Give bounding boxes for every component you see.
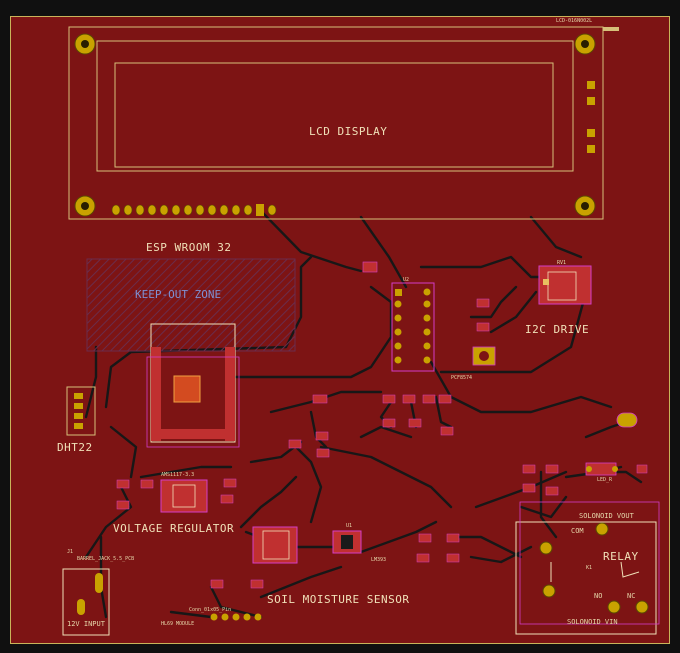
esp32-courtyard: [146, 356, 240, 448]
keep-out-zone-label: KEEP-OUT ZONE: [135, 288, 222, 301]
relay-label: RELAY: [603, 550, 639, 563]
esp32-pads-left: [151, 347, 161, 441]
smd-component: [362, 261, 378, 273]
esp32-thermal-pad: [173, 375, 201, 403]
dht22-label: DHT22: [57, 441, 93, 454]
relay-com-label: COM: [571, 527, 584, 535]
led-part-label: LED_R: [597, 477, 613, 483]
12v-input-label: 12V INPUT: [67, 620, 105, 628]
u2-ref-label: U2: [403, 277, 410, 283]
solenoid-vin-label: SOLONOID VIN: [567, 618, 618, 626]
solenoid-vout-label: SOLONOID VOUT: [579, 512, 634, 520]
pcf8574-label: PCF8574: [451, 375, 473, 381]
relay-nc-label: NC: [627, 592, 636, 600]
lcd-pin1-pad: [256, 204, 264, 216]
voltage-regulator-label: VOLTAGE REGULATOR: [113, 522, 235, 535]
soil-moisture-label: SOIL MOISTURE SENSOR: [267, 593, 410, 606]
lcd-side-pad: [587, 81, 595, 153]
pcb-board[interactable]: LCD-016N002L LCD DISPLAY ESP WROOM 32 KE…: [10, 16, 670, 644]
hl69-pad: [210, 613, 262, 621]
lcd-display-label: LCD DISPLAY: [309, 125, 388, 138]
barrel-jack-outline: [62, 568, 110, 636]
esp32-pads-bottom: [161, 429, 225, 439]
i2c-drive-label: I2C DRIVE: [525, 323, 590, 336]
pcf8574-pad: [394, 288, 431, 364]
esp-wroom-label: ESP WROOM 32: [146, 241, 232, 254]
rv2-potentiometer: [252, 526, 298, 564]
barrel-jack-pad: [77, 573, 103, 615]
relay-outline: [515, 521, 657, 635]
lm393-label: LM393: [371, 557, 387, 563]
relay-pad: [539, 522, 649, 614]
smd-resistor: [116, 298, 648, 589]
lcd-display-footprint: [68, 26, 619, 220]
relay-courtyard: [519, 501, 660, 625]
u1-ref-label: U1: [346, 523, 353, 529]
k1-ref-label: K1: [586, 565, 593, 571]
j1-ref-label: J1: [67, 549, 74, 555]
terminal-pwr: [616, 412, 638, 428]
conn-part-label: Conn_01x05_Pin: [189, 607, 232, 613]
lcd-part-label: LCD-016N002L: [556, 18, 593, 24]
keep-out-zone: [86, 258, 296, 352]
dht22-pad: [74, 393, 83, 429]
regulator-part-label: AMS1117-3.3: [161, 472, 195, 478]
relay-no-label: NO: [594, 592, 603, 600]
mounting-hole-center: [81, 40, 589, 210]
hl69-module-label: HL69 MODULE: [161, 621, 195, 627]
pcb-layout: [62, 26, 660, 636]
pcf8574-courtyard: [391, 282, 435, 372]
esp32-pads-right: [225, 347, 235, 441]
dht22-connector: [66, 386, 96, 436]
mounting-hole: [74, 33, 596, 217]
lcd-header-pad: [111, 204, 277, 216]
rv1-ref-label: RV1: [557, 260, 567, 266]
barrel-jack-part-label: BARREL_JACK_5.5_PCB: [77, 556, 135, 562]
